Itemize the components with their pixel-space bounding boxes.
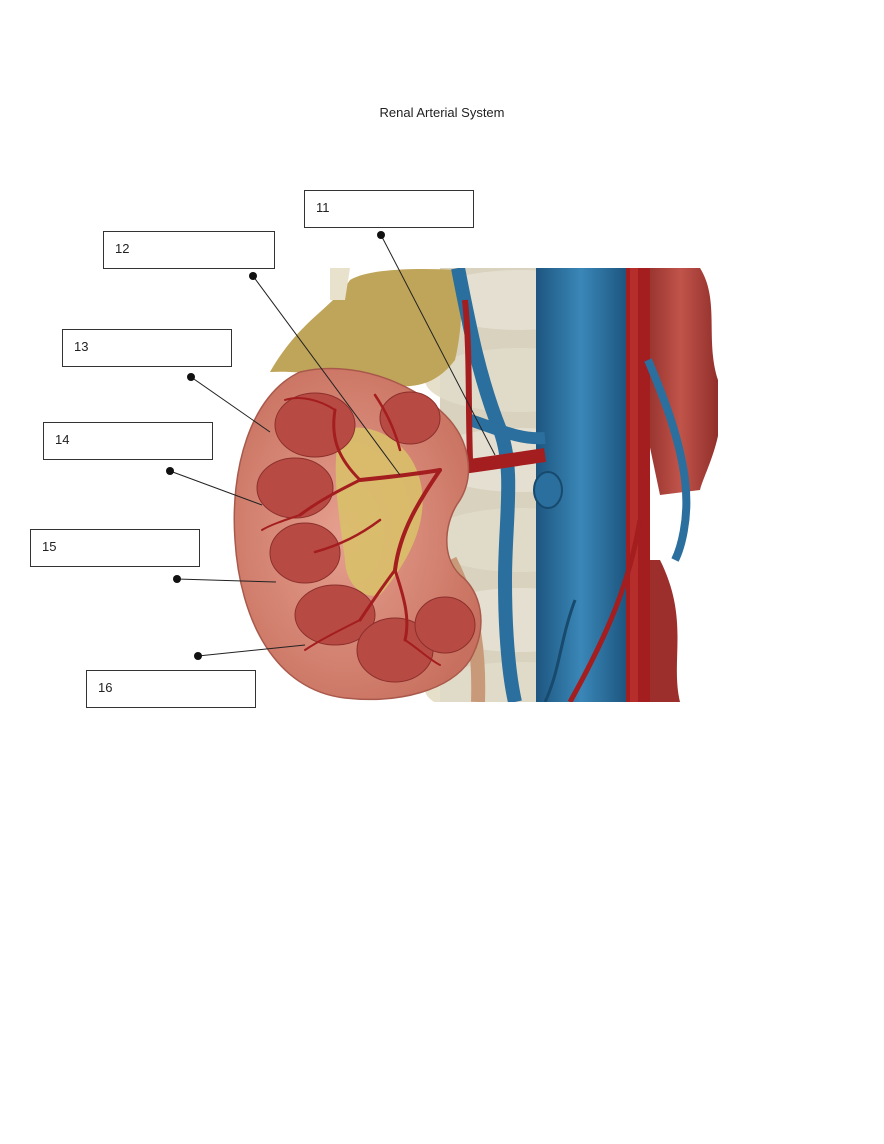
- gonadal-vein: [451, 268, 522, 702]
- interlobar-arteries: [261, 393, 442, 666]
- label-box-13[interactable]: 13: [62, 329, 232, 367]
- leader-16: [194, 644, 306, 660]
- leader-12: [249, 272, 401, 476]
- medullary-pyramids: [256, 391, 476, 683]
- kidney: [233, 367, 482, 701]
- leader-lines: [166, 231, 496, 660]
- label-number: 15: [42, 539, 57, 554]
- inferior-vena-cava: [533, 268, 626, 702]
- leader-11: [377, 231, 496, 456]
- label-number: 16: [98, 680, 113, 695]
- label-box-12[interactable]: 12: [103, 231, 275, 269]
- leader-13: [187, 373, 271, 433]
- label-number: 14: [55, 432, 70, 447]
- label-number: 12: [115, 241, 130, 256]
- label-box-14[interactable]: 14: [43, 422, 213, 460]
- page-title: Renal Arterial System: [379, 105, 505, 120]
- label-box-16[interactable]: 16: [86, 670, 256, 708]
- label-box-11[interactable]: 11: [304, 190, 474, 228]
- leader-15: [173, 575, 277, 583]
- label-number: 13: [74, 339, 89, 354]
- label-number: 11: [316, 200, 330, 215]
- aorta: [622, 268, 650, 702]
- label-box-15[interactable]: 15: [30, 529, 200, 567]
- leader-14: [166, 467, 263, 506]
- adrenal-gland: [270, 269, 462, 387]
